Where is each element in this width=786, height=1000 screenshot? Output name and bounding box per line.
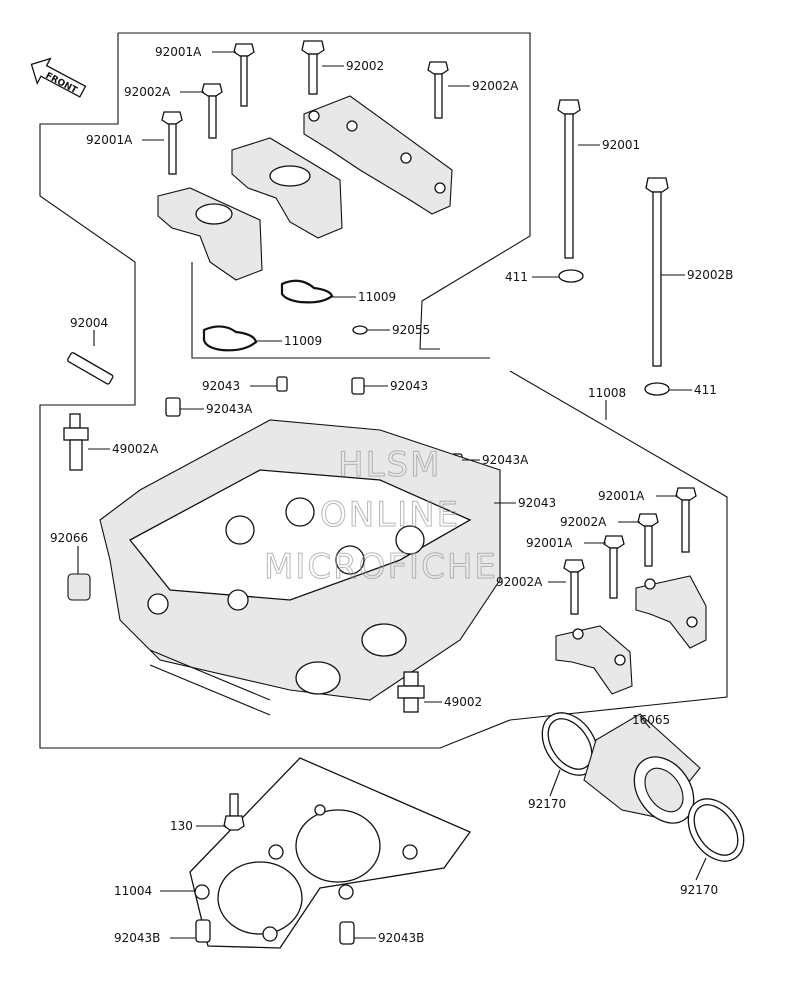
bolt-92002A-center-lower — [563, 559, 585, 615]
watermark-line-1: HLSM — [338, 445, 441, 485]
label-92043-right: 92043 — [518, 496, 556, 510]
bolt-92002-top — [301, 40, 325, 95]
label-92001: 92001 — [602, 138, 640, 152]
label-92002B: 92002B — [687, 268, 733, 282]
label-130: 130 — [170, 819, 193, 833]
label-92001A-left: 92001A — [86, 133, 133, 147]
watermark: HLSM ONLINE MICROFICHE — [264, 445, 498, 588]
cam-cap-lower-right — [635, 575, 707, 649]
bolt-130 — [223, 793, 245, 831]
leader-lines — [77, 51, 707, 939]
label-16065: 16065 — [632, 713, 670, 727]
front-arrow-icon: FRONT — [30, 57, 87, 98]
watermark-line-3: MICROFICHE — [264, 547, 498, 587]
label-92170-right: 92170 — [680, 883, 718, 897]
bolt-92002A-right-lower — [637, 513, 659, 567]
bolt-92002B-long — [645, 177, 669, 367]
label-11008: 11008 — [588, 386, 626, 400]
dowel-92043-b — [351, 377, 365, 395]
dowel-92043A-a — [165, 397, 181, 417]
label-92043A-left: 92043A — [206, 402, 253, 416]
label-92043B-right: 92043B — [378, 931, 424, 945]
bolt-92001A-right-lower — [675, 487, 697, 553]
label-92002A-right: 92002A — [560, 515, 607, 529]
cam-holder-middle — [231, 137, 343, 239]
head-gasket-11004 — [189, 757, 471, 949]
cam-cap-right — [303, 95, 453, 215]
label-92043A-right: 92043A — [482, 453, 529, 467]
label-49002: 49002 — [444, 695, 482, 709]
label-92002-top: 92002 — [346, 59, 384, 73]
oring-92055 — [352, 325, 368, 335]
label-411-bottom: 411 — [694, 383, 717, 397]
label-92055: 92055 — [392, 323, 430, 337]
cam-holder-left — [157, 187, 263, 281]
bolt-92002A-left — [201, 83, 223, 139]
group-frame — [39, 32, 728, 749]
label-92001A-center: 92001A — [526, 536, 573, 550]
intake-holder-16065 — [583, 713, 701, 824]
fitting-49002A — [63, 413, 89, 471]
clamp-92170-left — [541, 712, 599, 776]
stud-92004 — [67, 352, 114, 385]
oring-11009-upper — [280, 279, 334, 304]
label-92043-center: 92043 — [390, 379, 428, 393]
label-92170-left: 92170 — [528, 797, 566, 811]
fitting-49002 — [397, 671, 425, 713]
bolt-92002A-right — [427, 61, 449, 119]
clamp-92170-right — [687, 798, 745, 862]
inner-frame — [191, 262, 490, 359]
label-92001A-right: 92001A — [598, 489, 645, 503]
watermark-line-2: ONLINE — [320, 495, 460, 535]
label-411-top: 411 — [505, 270, 528, 284]
bolt-92001A-top — [233, 43, 255, 107]
cylinder-head — [99, 419, 501, 716]
cam-cap-lower-left — [555, 625, 633, 695]
bolt-92001-long — [557, 99, 581, 259]
label-49002A: 49002A — [112, 442, 159, 456]
label-92043-left: 92043 — [202, 379, 240, 393]
oring-11009-lower — [202, 325, 258, 352]
label-11009-upper: 11009 — [358, 290, 396, 304]
label-11004: 11004 — [114, 884, 152, 898]
label-11009-lower: 11009 — [284, 334, 322, 348]
label-92002A-top-left: 92002A — [124, 85, 171, 99]
label-92004: 92004 — [70, 316, 108, 330]
label-92066: 92066 — [50, 531, 88, 545]
label-92002A-top-right: 92002A — [472, 79, 519, 93]
washer-411-top — [558, 269, 584, 283]
dowel-92043B-left — [195, 919, 211, 943]
dowel-92043-a — [276, 376, 288, 392]
dowel-92043B-right — [339, 921, 355, 945]
bolt-92001A-center-lower — [603, 535, 625, 599]
washer-411-bottom — [644, 382, 670, 396]
label-92001A-top: 92001A — [155, 45, 202, 59]
label-92043B-left: 92043B — [114, 931, 160, 945]
label-92002A-center: 92002A — [496, 575, 543, 589]
bolt-92001A-left — [161, 111, 183, 175]
plug-92066 — [67, 573, 91, 601]
